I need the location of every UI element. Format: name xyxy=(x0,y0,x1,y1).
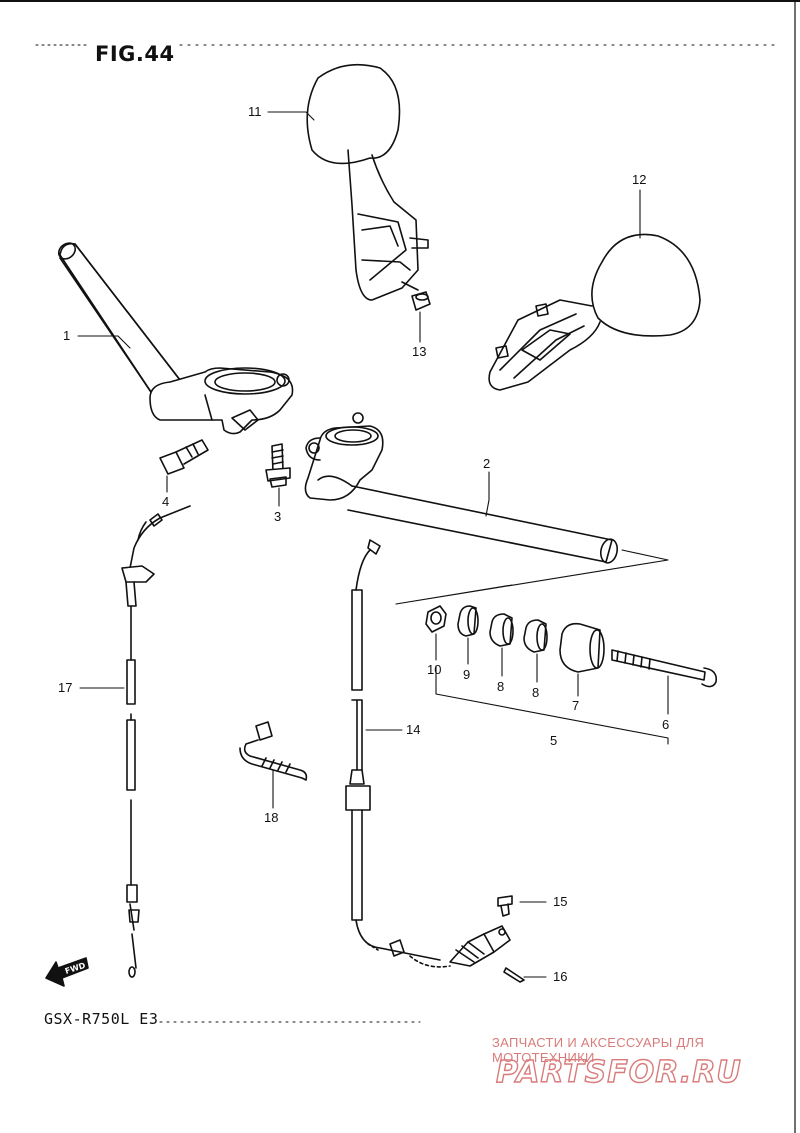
clamp-18 xyxy=(239,721,308,781)
callout-6: 6 xyxy=(662,717,670,732)
nut-10 xyxy=(425,605,447,633)
callout-2: 2 xyxy=(483,456,491,471)
callout-7: 7 xyxy=(572,698,580,713)
right-handlebar xyxy=(304,412,669,605)
callout-18: 18 xyxy=(264,810,279,825)
callout-4: 4 xyxy=(162,494,170,509)
spacer-8a xyxy=(489,613,514,647)
fwd-arrow-icon: FWD xyxy=(45,957,89,987)
callout-12: 12 xyxy=(632,172,647,187)
cable-14 xyxy=(345,539,511,968)
callout-15: 15 xyxy=(553,894,568,909)
leader-lines xyxy=(77,111,669,978)
weight-7 xyxy=(559,622,605,673)
callout-10: 10 xyxy=(427,662,442,677)
model-code: GSX-R750L E3 xyxy=(44,1010,159,1028)
callout-17: 17 xyxy=(58,680,73,695)
callout-11: 11 xyxy=(248,104,262,119)
cable-17 xyxy=(121,505,191,978)
pin-15 xyxy=(497,895,513,917)
cotter-16 xyxy=(503,967,525,983)
group-bracket-5 xyxy=(435,665,669,745)
callout-13: 13 xyxy=(412,344,427,359)
watermark-logo-text: PARTSFOR.RU xyxy=(496,1055,742,1090)
callout-8a: 8 xyxy=(497,679,505,694)
watermark-tagline: ЗАПЧАСТИ И АКСЕССУАРЫ ДЛЯ МОТОТЕХНИКИ xyxy=(492,1035,705,1065)
callout-8b: 8 xyxy=(532,685,540,700)
mirror-left xyxy=(306,63,429,301)
bolt-6 xyxy=(611,649,718,688)
callout-1: 1 xyxy=(63,328,71,343)
bolt-4 xyxy=(159,439,209,475)
figure-title: FIG.44 xyxy=(95,42,175,66)
mirror-right xyxy=(488,233,701,391)
callout-9: 9 xyxy=(463,667,471,682)
callout-5: 5 xyxy=(550,733,558,748)
spacer-9 xyxy=(457,605,479,637)
spacer-8b xyxy=(523,619,548,653)
callout-14: 14 xyxy=(406,722,421,737)
bolt-3 xyxy=(265,443,291,488)
watermark-logo: PARTSFOR.RU xyxy=(495,1054,742,1090)
screw-13 xyxy=(411,291,431,311)
callout-3: 3 xyxy=(274,509,282,524)
callout-16: 16 xyxy=(553,969,568,984)
left-handlebar xyxy=(57,242,294,435)
